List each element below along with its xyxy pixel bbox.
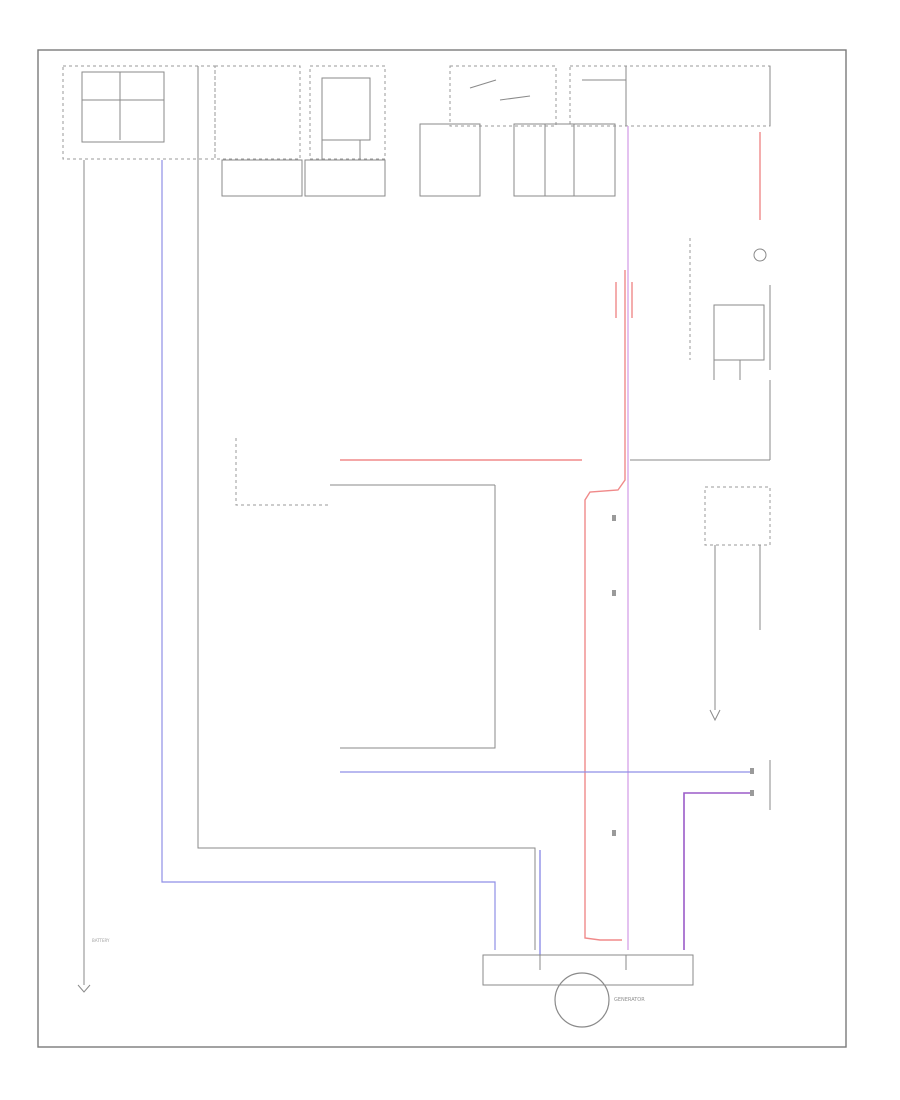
gray-wire-to-generator [197, 160, 541, 955]
generator-label: GENERATOR [614, 997, 645, 1003]
junction-box-right [544, 65, 771, 197]
relay-right-lower [704, 486, 771, 722]
ground-wire-left [77, 160, 91, 993]
connector-pins [612, 515, 754, 836]
top-relay-box-a [214, 65, 303, 197]
blue-wire-left [161, 160, 496, 950]
ignition-switch-box [419, 65, 575, 197]
fusible-link-red [615, 282, 633, 318]
generator-connector [482, 954, 694, 986]
red-wire-main [340, 132, 761, 941]
diagram-border [37, 49, 847, 1048]
generator-symbol [554, 972, 610, 1028]
charge-lamp-relay [689, 238, 771, 380]
purple-wire-right [683, 792, 750, 950]
battery-label: BATTERY [92, 938, 110, 943]
left-module-connector [235, 380, 771, 749]
top-fuse-box-b [304, 65, 386, 197]
top-fuse-block [62, 65, 216, 160]
